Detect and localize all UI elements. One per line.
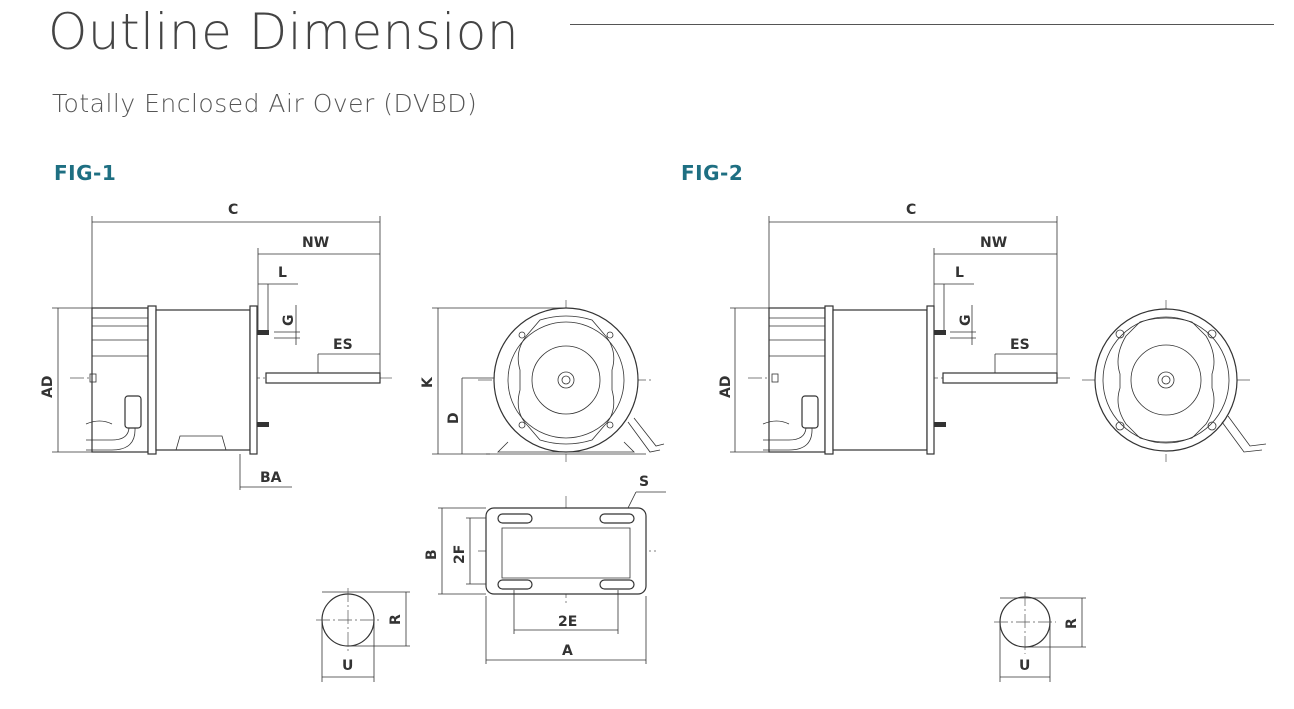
- fig2-shaft-section: R U: [994, 592, 1086, 682]
- fig1-foot-view: S B 2F 2E A: [424, 474, 666, 664]
- dim-es: ES: [333, 337, 353, 353]
- page-title: Outline Dimension: [48, 3, 520, 61]
- dim-u: U: [342, 658, 353, 674]
- dim-u-2: U: [1019, 658, 1030, 674]
- dim-2f: 2F: [452, 545, 468, 564]
- dim-a: A: [562, 643, 573, 659]
- dim-c-2: C: [906, 202, 916, 218]
- dim-es-2: ES: [1010, 337, 1030, 353]
- fig1-shaft-section: R U: [316, 588, 410, 682]
- dim-k: K: [420, 376, 436, 388]
- dim-nw: NW: [302, 235, 329, 251]
- dim-c: C: [228, 202, 238, 218]
- dim-ba: BA: [260, 470, 282, 486]
- dim-g: G: [281, 315, 297, 327]
- fig2-side-view: C NW L G ES AD: [718, 202, 1070, 455]
- dim-ad-2: AD: [718, 376, 734, 398]
- fig1-front-view: K D: [420, 300, 665, 462]
- fig-2-label: FIG-2: [681, 161, 744, 185]
- fig1-side-view: C NW L G ES AD BA: [40, 202, 392, 490]
- page-subtitle: Totally Enclosed Air Over (DVBD): [52, 89, 478, 118]
- dim-g-2: G: [958, 315, 974, 327]
- dim-b: B: [424, 549, 440, 560]
- dim-2e: 2E: [558, 614, 577, 630]
- title-rule: [570, 24, 1274, 25]
- dim-r: R: [388, 614, 404, 625]
- dim-d: D: [446, 412, 462, 424]
- dim-l: L: [278, 265, 287, 281]
- dim-nw-2: NW: [980, 235, 1007, 251]
- dim-s: S: [639, 474, 649, 490]
- dim-l-2: L: [955, 265, 964, 281]
- dim-ad: AD: [40, 376, 56, 398]
- dim-r-2: R: [1064, 618, 1080, 629]
- fig-1-label: FIG-1: [54, 161, 117, 185]
- fig2-front-view: [1082, 300, 1267, 462]
